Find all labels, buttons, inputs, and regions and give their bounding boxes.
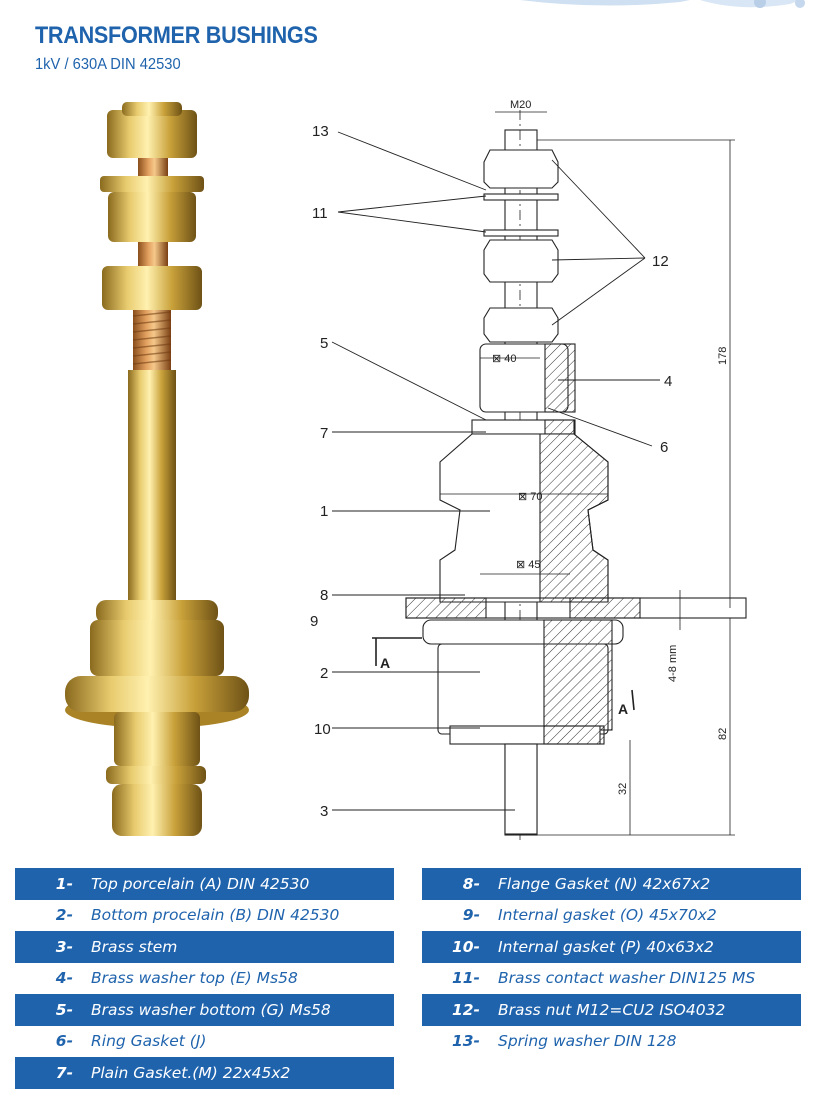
part-description: Internal gasket (P) 40x63x2 bbox=[498, 937, 714, 956]
list-item: 1- Top porcelain (A) DIN 42530 bbox=[15, 868, 394, 900]
list-item: 11- Brass contact washer DIN125 MS bbox=[422, 962, 801, 994]
dim-d45: ⊠ 45 bbox=[516, 559, 541, 571]
part-number: 12- bbox=[451, 1000, 480, 1019]
section-marker-left: A bbox=[380, 655, 390, 671]
list-item: 10- Internal gasket (P) 40x63x2 bbox=[422, 931, 801, 963]
part-number: 8- bbox=[462, 874, 480, 893]
callout-8: 8 bbox=[320, 587, 328, 604]
list-item: 9- Internal gasket (O) 45x70x2 bbox=[422, 899, 801, 931]
parts-list-right: 8- Flange Gasket (N) 42x67x2 9- Internal… bbox=[422, 868, 801, 1057]
part-description: Flange Gasket (N) 42x67x2 bbox=[498, 874, 711, 893]
dim-height-lower: 82 bbox=[717, 728, 729, 740]
callout-3: 3 bbox=[320, 803, 328, 820]
callout-7: 7 bbox=[320, 425, 328, 442]
part-description: Spring washer DIN 128 bbox=[498, 1032, 677, 1051]
part-number: 4- bbox=[55, 969, 73, 988]
list-item: 5- Brass washer bottom (G) Ms58 bbox=[15, 994, 394, 1026]
callout-1: 1 bbox=[320, 503, 328, 520]
part-number: 11- bbox=[451, 969, 480, 988]
dim-height-stem: 32 bbox=[617, 783, 629, 795]
header-decoration bbox=[520, 0, 805, 8]
part-number: 3- bbox=[55, 937, 73, 956]
part-description: Brass contact washer DIN125 MS bbox=[498, 969, 756, 988]
part-number: 7- bbox=[55, 1063, 73, 1082]
part-description: Brass washer top (E) Ms58 bbox=[91, 969, 298, 988]
callout-2: 2 bbox=[320, 665, 328, 682]
list-item: 7- Plain Gasket.(M) 22x45x2 bbox=[15, 1057, 394, 1089]
dim-gap: 4-8 mm bbox=[667, 645, 679, 682]
dim-height-total: 178 bbox=[717, 347, 729, 365]
part-description: Brass nut M12=CU2 ISO4032 bbox=[498, 1000, 726, 1019]
section-marker-right: A bbox=[618, 701, 628, 717]
list-item: 4- Brass washer top (E) Ms58 bbox=[15, 962, 394, 994]
dim-d40: ⊠ 40 bbox=[492, 353, 517, 365]
callout-12: 12 bbox=[652, 253, 669, 270]
part-description: Top porcelain (A) DIN 42530 bbox=[91, 874, 310, 893]
part-number: 9- bbox=[462, 906, 480, 925]
part-number: 1- bbox=[55, 874, 73, 893]
dim-d70: ⊠ 70 bbox=[518, 491, 543, 503]
dim-thread: M20 bbox=[510, 99, 531, 111]
part-description: Bottom procelain (B) DIN 42530 bbox=[91, 906, 340, 925]
page-title: TRANSFORMER BUSHINGS bbox=[35, 22, 318, 49]
callout-11: 11 bbox=[312, 205, 328, 222]
callout-13: 13 bbox=[312, 123, 329, 140]
callout-9: 9 bbox=[310, 613, 318, 630]
callout-6: 6 bbox=[660, 439, 668, 456]
callout-10: 10 bbox=[314, 721, 331, 738]
list-item: 8- Flange Gasket (N) 42x67x2 bbox=[422, 868, 801, 900]
part-number: 2- bbox=[55, 906, 73, 925]
list-item: 13- Spring washer DIN 128 bbox=[422, 1025, 801, 1057]
callout-4: 4 bbox=[664, 373, 672, 390]
part-description: Brass stem bbox=[91, 937, 178, 956]
page-subtitle: 1kV / 630A DIN 42530 bbox=[35, 56, 181, 73]
part-description: Internal gasket (O) 45x70x2 bbox=[498, 906, 717, 925]
list-item: 3- Brass stem bbox=[15, 931, 394, 963]
parts-list-left: 1- Top porcelain (A) DIN 42530 2- Bottom… bbox=[15, 868, 394, 1089]
callout-5: 5 bbox=[320, 335, 328, 352]
part-description: Plain Gasket.(M) 22x45x2 bbox=[91, 1063, 291, 1082]
part-number: 5- bbox=[55, 1000, 73, 1019]
list-item: 6- Ring Gasket (J) bbox=[15, 1025, 394, 1057]
part-number: 6- bbox=[55, 1032, 73, 1051]
list-item: 12- Brass nut M12=CU2 ISO4032 bbox=[422, 994, 801, 1026]
part-number: 13- bbox=[451, 1032, 480, 1051]
part-description: Ring Gasket (J) bbox=[91, 1032, 207, 1051]
part-number: 10- bbox=[451, 937, 480, 956]
part-description: Brass washer bottom (G) Ms58 bbox=[91, 1000, 331, 1019]
bushing-photo bbox=[65, 102, 249, 836]
list-item: 2- Bottom procelain (B) DIN 42530 bbox=[15, 899, 394, 931]
technical-drawing: 13 11 12 5 4 7 6 1 8 9 2 10 3 M20 ⊠ 40 ⊠… bbox=[310, 99, 747, 840]
